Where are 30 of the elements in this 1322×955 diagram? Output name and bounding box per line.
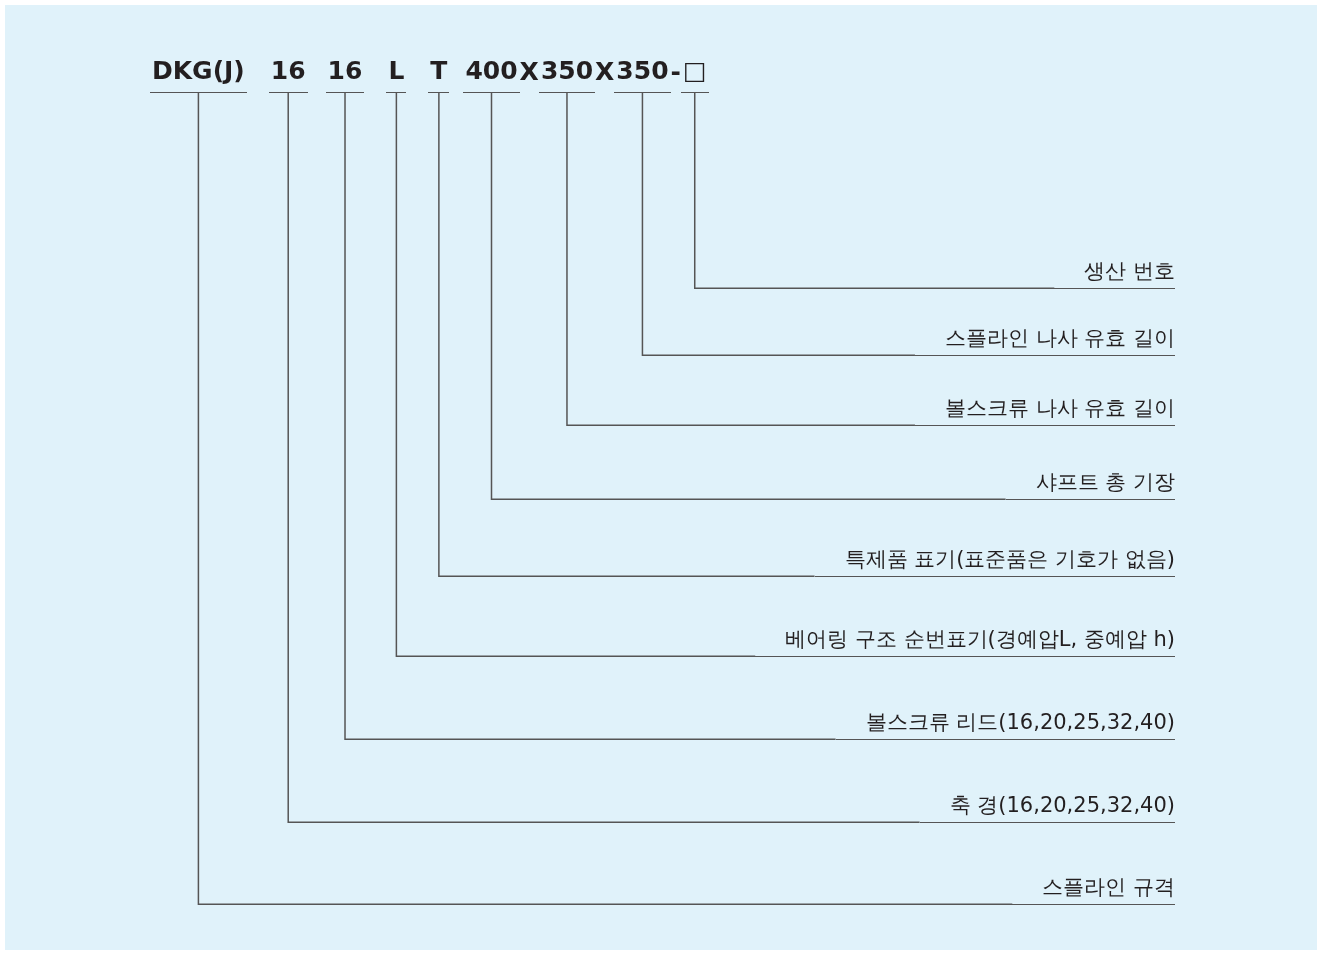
code-segment: L: [386, 56, 407, 93]
code-segment: □: [680, 56, 709, 93]
leader-line: [641, 92, 916, 356]
description-text: 볼스크류 리드(16,20,25,32,40): [835, 709, 1175, 740]
code-segment: 16: [325, 56, 365, 93]
leader-line: [694, 92, 1056, 289]
description-text: 생산 번호: [1054, 258, 1175, 289]
description-text: 스플라인 나사 유효 길이: [914, 325, 1175, 356]
leader-line: [197, 92, 1014, 905]
leader-line: [344, 92, 837, 740]
code-segment: T: [428, 56, 450, 93]
description-text: 샤프트 총 기장: [1005, 469, 1175, 500]
leader-line: [287, 92, 921, 823]
code-segment: 350: [614, 56, 671, 93]
code-segment: 400: [463, 56, 520, 93]
leader-line: [566, 92, 916, 426]
description-text: 특제품 표기(표준품은 기호가 없음): [814, 546, 1175, 577]
leader-line: [490, 92, 1007, 500]
leader-line: [438, 92, 816, 577]
separator-symbol: -: [670, 57, 681, 88]
separator-symbol: X: [595, 57, 615, 88]
code-segment: 16: [268, 56, 308, 93]
description-text: 스플라인 규격: [1012, 874, 1175, 905]
description-text: 볼스크류 나사 유효 길이: [914, 395, 1175, 426]
code-segment: 350: [538, 56, 596, 93]
code-segment: DKG(J): [150, 56, 247, 93]
separator-symbol: X: [519, 57, 539, 88]
leader-line: [395, 92, 756, 657]
description-text: 베어링 구조 순번표기(경예압L, 중예압 h): [755, 626, 1175, 657]
description-text: 축 경(16,20,25,32,40): [919, 792, 1175, 823]
